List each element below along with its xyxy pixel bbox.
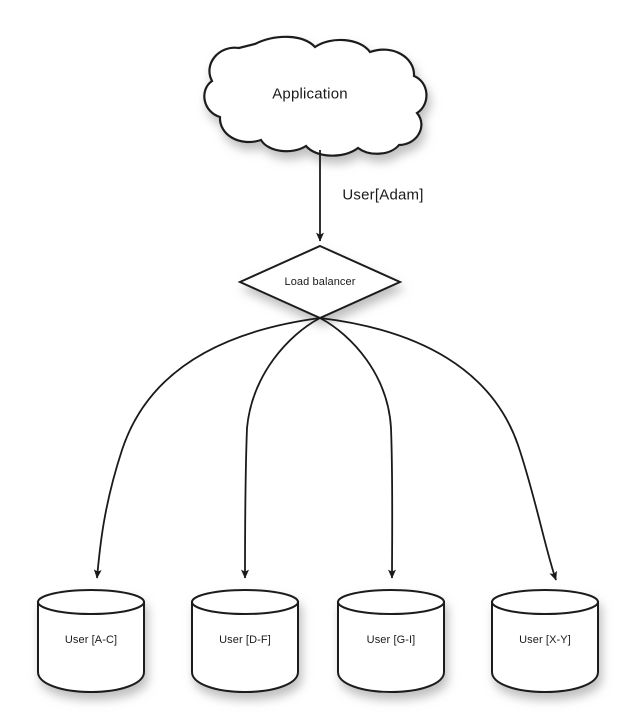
edge-curve-db-1: [93, 317, 321, 579]
edge-balancer-to-db-1: [93, 317, 321, 579]
cylinder-node-1[interactable]: [37, 589, 145, 694]
cylinder-body-2: [191, 601, 299, 694]
diamond-shape: [237, 244, 403, 320]
edge-balancer-to-db-2: [241, 317, 321, 579]
cylinder-node-4[interactable]: [491, 589, 599, 694]
edge-curve-db-4: [319, 317, 557, 581]
cylinder-top-2: [191, 589, 299, 615]
cloud-node-application[interactable]: [203, 35, 428, 157]
edge-curve-db-3: [319, 317, 397, 579]
cylinder-body-1: [37, 601, 145, 694]
cylinder-top-3: [337, 589, 445, 615]
edge-balancer-to-db-4: [319, 317, 557, 581]
cylinder-node-3[interactable]: [337, 589, 445, 694]
cylinder-body-3: [337, 601, 445, 694]
edge-curve-db-2: [241, 317, 321, 579]
cylinder-top-4: [491, 589, 599, 615]
cylinder-node-2[interactable]: [191, 589, 299, 694]
cloud-shape: [203, 35, 428, 157]
edge-balancer-to-db-3: [319, 317, 397, 579]
cylinder-top-1: [37, 589, 145, 615]
cylinder-body-4: [491, 601, 599, 694]
diamond-node-load-balancer[interactable]: [237, 244, 403, 320]
